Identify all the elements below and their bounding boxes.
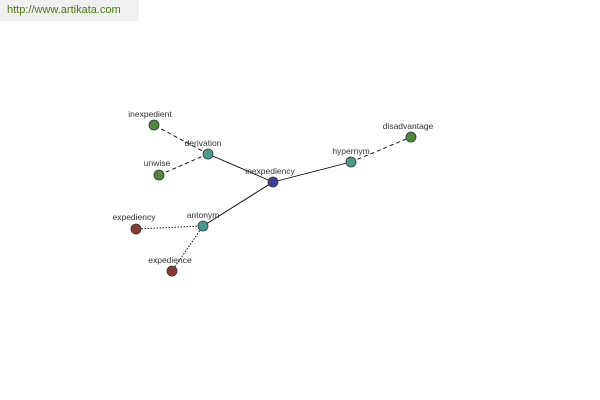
node-dot-inexpediency[interactable]	[267, 176, 279, 188]
node-label-inexpedient: inexpedient	[128, 109, 172, 119]
node-inexpedient[interactable]: inexpedient	[128, 109, 172, 131]
node-label-inexpediency: inexpediency	[245, 166, 295, 176]
edge-inexpediency-derivation	[207, 153, 274, 183]
edge-inexpediency-hypernym	[272, 161, 352, 183]
node-dot-hypernym[interactable]	[345, 156, 357, 168]
node-label-disadvantage: disadvantage	[383, 121, 434, 131]
graph-edges	[135, 124, 412, 272]
graph-nodes: inexpediency derivation hypernym antonym ine…	[112, 109, 434, 277]
watermark-url: http://www.artikata.com	[7, 4, 121, 16]
edge-antonym-expedience	[171, 225, 204, 272]
edge-derivation-unwise	[158, 153, 209, 176]
node-dot-expediency[interactable]	[130, 223, 142, 235]
edge-antonym-expediency	[135, 225, 204, 230]
edge-hypernym-disadvantage	[350, 136, 412, 163]
node-dot-disadvantage[interactable]	[405, 131, 417, 143]
node-antonym[interactable]: antonym	[187, 210, 220, 232]
node-dot-antonym[interactable]	[197, 220, 209, 232]
node-dot-inexpedient[interactable]	[148, 119, 160, 131]
node-label-hypernym: hypernym	[332, 146, 369, 156]
node-dot-derivation[interactable]	[202, 148, 214, 160]
node-label-antonym: antonym	[187, 210, 220, 220]
node-hypernym[interactable]: hypernym	[332, 146, 370, 168]
node-inexpediency[interactable]: inexpediency	[245, 166, 296, 188]
edge-inexpediency-antonym	[202, 181, 274, 227]
node-label-expediency: expediency	[112, 212, 156, 222]
node-dot-unwise[interactable]	[153, 169, 165, 181]
node-unwise[interactable]: unwise	[144, 158, 171, 181]
node-expedience[interactable]: expedience	[148, 255, 192, 277]
node-label-unwise: unwise	[144, 158, 171, 168]
node-derivation[interactable]: derivation	[185, 138, 222, 160]
node-label-expedience: expedience	[148, 255, 192, 265]
node-expediency[interactable]: expediency	[112, 212, 156, 235]
node-disadvantage[interactable]: disadvantage	[383, 121, 434, 143]
watermark: http://www.artikata.com	[0, 0, 139, 21]
node-dot-expedience[interactable]	[166, 265, 178, 277]
edge-derivation-inexpedient	[153, 124, 209, 155]
node-label-derivation: derivation	[185, 138, 222, 148]
